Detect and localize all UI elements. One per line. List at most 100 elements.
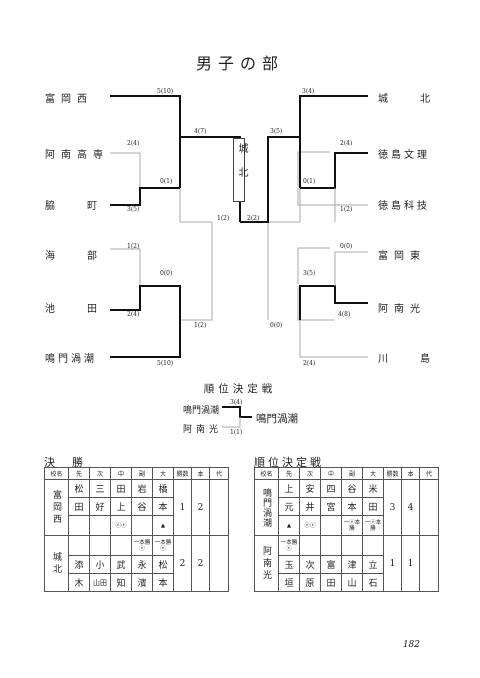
score-label: 3(5) — [270, 128, 283, 135]
player-cell: 田 — [362, 497, 384, 516]
player-cell: 石 — [362, 573, 384, 592]
score-label: 5(10) — [157, 88, 174, 95]
player-cell: 武 — [110, 555, 132, 574]
player-cell: 岩 — [131, 479, 153, 498]
team-right-6: 川島 — [378, 354, 462, 365]
player-cell: 原 — [299, 573, 321, 592]
player-cell: 垣 — [278, 573, 300, 592]
mark-cell — [68, 535, 90, 556]
player-cell: 田 — [320, 573, 342, 592]
team-left-6: 鳴門渦潮 — [45, 354, 97, 365]
mark-cell: 一本勝ⓔ — [131, 535, 153, 556]
team-right-4: 富岡東 — [378, 251, 426, 262]
mark-cell: ▲ — [152, 515, 174, 536]
score-label: 1(2) — [194, 322, 207, 329]
mark-cell — [68, 515, 90, 536]
mark-cell: ⓔⓔ — [299, 515, 321, 536]
player-cell: 津 — [341, 555, 363, 574]
score-label: 0(1) — [160, 178, 173, 185]
player-cell: 本 — [152, 573, 174, 592]
score-label: 2(4) — [127, 140, 140, 147]
player-cell: 元 — [278, 497, 300, 516]
team-right-2: 徳島文理 — [378, 150, 430, 161]
mark-cell: 一ⓔ本勝 — [362, 515, 384, 536]
player-cell: 三 — [89, 479, 111, 498]
mark-cell — [320, 515, 342, 536]
col-header: 次 — [299, 467, 321, 480]
score-label: 0(0) — [160, 270, 173, 277]
score-label: 5(10) — [157, 360, 174, 367]
player-cell: 本 — [341, 497, 363, 516]
rank-heading: 順位決定戦 — [254, 456, 324, 469]
mark-cell: ⓔⓔ — [110, 515, 132, 536]
col-header: 大 — [362, 467, 384, 480]
final-heading: 決 勝 — [44, 456, 86, 469]
mark-cell: ▲ — [278, 515, 300, 536]
wins-cell: 1 — [173, 479, 192, 536]
player-cell: 松 — [152, 555, 174, 574]
col-header: 副 — [131, 467, 153, 480]
player-cell: 四 — [320, 479, 342, 498]
rep-cell — [209, 479, 229, 536]
mark-cell — [341, 535, 363, 556]
score-label: 0(0) — [270, 322, 283, 329]
placement-score-top: 3(4) — [230, 399, 243, 406]
placement-team-bottom: 阿南光 — [183, 425, 223, 435]
mark-cell — [362, 535, 384, 556]
player-cell: 永 — [131, 555, 153, 574]
mark-cell — [131, 515, 153, 536]
placement-team-top: 鳴門渦潮 — [183, 406, 220, 416]
player-cell: 小 — [89, 555, 111, 574]
team-left-3: 脇町 — [45, 201, 129, 212]
team-left-1: 富岡西 — [45, 94, 93, 105]
col-header: 勝数 — [383, 467, 402, 480]
player-cell: 谷 — [131, 497, 153, 516]
school-name: 鳴門渦潮 — [254, 479, 279, 536]
points-cell: 1 — [401, 535, 420, 592]
school-name: 城北 — [44, 535, 69, 592]
player-cell: 谷 — [341, 479, 363, 498]
col-header: 次 — [89, 467, 111, 480]
score-label: 1(2) — [217, 215, 230, 222]
points-cell: 4 — [401, 479, 420, 536]
col-header: 副 — [341, 467, 363, 480]
team-right-5: 阿南光 — [378, 304, 426, 315]
school-name: 富岡西 — [44, 479, 69, 536]
rep-cell — [209, 535, 229, 592]
score-label: 2(2) — [247, 215, 260, 222]
col-header: 先 — [68, 467, 90, 480]
score-label: 3(4) — [302, 88, 315, 95]
placement-heading: 順位決定戦 — [203, 383, 277, 395]
player-cell: 好 — [89, 497, 111, 516]
player-cell: 山 — [341, 573, 363, 592]
player-cell: 宮 — [320, 497, 342, 516]
player-cell: 上 — [278, 479, 300, 498]
player-cell: 田 — [110, 479, 132, 498]
col-header: 本 — [191, 467, 210, 480]
score-label: 4(7) — [194, 128, 207, 135]
champion-name: 城北 — [236, 143, 247, 191]
mark-cell: 一ⓔ本勝 — [341, 515, 363, 536]
score-label: 0(1) — [303, 178, 316, 185]
player-cell: 橋 — [152, 479, 174, 498]
mark-cell — [320, 535, 342, 556]
player-cell: 玉 — [278, 555, 300, 574]
player-cell: 松 — [68, 479, 90, 498]
col-header: 代 — [419, 467, 439, 480]
team-left-2: 阿南高専 — [45, 150, 109, 161]
placement-winner: 鳴門渦潮 — [256, 413, 298, 425]
placement-bracket — [222, 406, 252, 428]
player-cell: 木 — [68, 573, 90, 592]
col-header: 中 — [110, 467, 132, 480]
player-cell: 上 — [110, 497, 132, 516]
mark-cell: 一本勝ⓔ — [278, 535, 300, 556]
player-cell: 立 — [362, 555, 384, 574]
player-cell: 添 — [68, 555, 90, 574]
team-right-3: 徳島科技 — [378, 201, 430, 212]
wins-cell: 3 — [383, 479, 402, 536]
tournament-bracket — [110, 95, 368, 358]
team-left-5: 池田 — [45, 304, 129, 315]
page-number: 182 — [402, 640, 420, 650]
player-cell: 富 — [320, 555, 342, 574]
col-header: 中 — [320, 467, 342, 480]
